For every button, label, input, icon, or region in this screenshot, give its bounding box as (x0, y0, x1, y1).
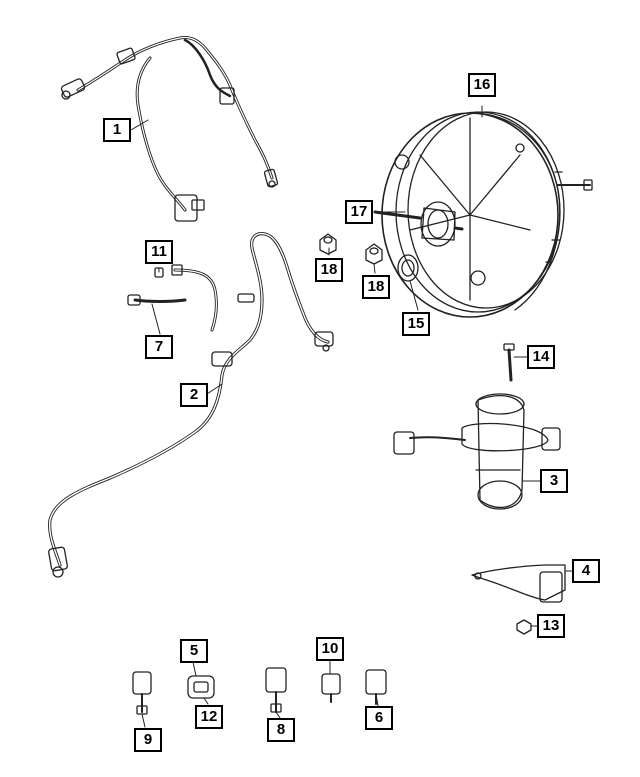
callout-14: 14 (527, 345, 555, 369)
clip-part-12 (187, 675, 215, 699)
callout-12: 12 (195, 705, 223, 729)
callout-18-upper: 18 (315, 258, 343, 282)
callout-16: 16 (468, 73, 496, 97)
callout-1: 1 (103, 118, 131, 142)
callout-3: 3 (540, 469, 568, 493)
callout-15: 15 (402, 312, 430, 336)
nut-part-13 (516, 619, 532, 635)
brake-booster-part-16 (381, 111, 593, 318)
clip-part-6 (365, 669, 387, 705)
vacuum-hose-part-2 (48, 232, 334, 578)
vacuum-hose-assembly-part-1 (60, 36, 279, 222)
hose-part-7 (127, 264, 218, 332)
leader-lines (130, 105, 573, 728)
callout-10: 10 (316, 637, 344, 661)
grommet-part-15 (397, 254, 419, 282)
callout-4: 4 (572, 559, 600, 583)
clip-part-8 (265, 667, 287, 713)
bolt-part-14 (503, 343, 515, 382)
clip-part-9 (132, 671, 152, 715)
nut-part-18b (365, 243, 383, 265)
callout-9: 9 (134, 728, 162, 752)
nut-part-18a (319, 233, 337, 255)
callout-8: 8 (267, 718, 295, 742)
clip-part-10 (321, 673, 341, 703)
callout-11: 11 (145, 240, 173, 264)
check-valve-part-17 (373, 201, 464, 247)
vacuum-pump-part-3 (393, 393, 561, 510)
callout-7: 7 (145, 335, 173, 359)
callout-13: 13 (537, 614, 565, 638)
callout-17: 17 (345, 200, 373, 224)
callout-18-lower: 18 (362, 275, 390, 299)
callout-6: 6 (365, 706, 393, 730)
callout-5: 5 (180, 639, 208, 663)
callout-2: 2 (180, 383, 208, 407)
bracket-part-4 (471, 564, 566, 603)
